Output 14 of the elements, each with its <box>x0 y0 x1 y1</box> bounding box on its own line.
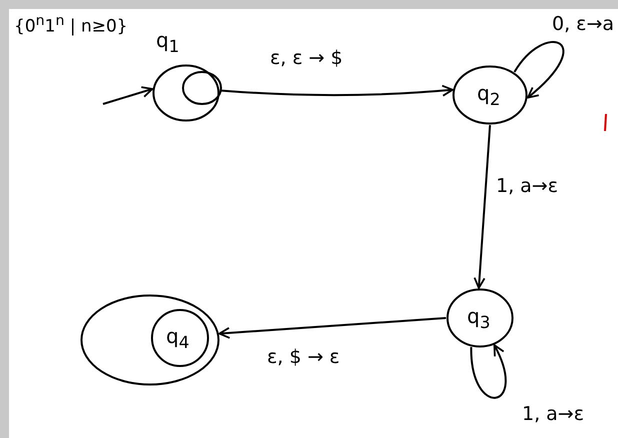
self-loop-arrow <box>514 41 564 99</box>
transition-arrow <box>474 124 491 289</box>
accept-state-circle <box>80 294 220 386</box>
transition-arrow <box>220 84 454 96</box>
state-name: q$_{3}$ <box>467 306 490 332</box>
transition-arrow <box>218 317 446 339</box>
self-loop-arrow <box>470 344 507 399</box>
start-arrow <box>102 86 154 105</box>
state-name: q$_{1}$ <box>156 30 180 56</box>
state-name: q$_{2}$ <box>477 83 500 109</box>
state-name: q$_{4}$ <box>166 326 190 352</box>
language-set-note: {0$^{n}$1$^{n}$ | n≥0} <box>14 14 128 36</box>
state-circle <box>446 288 514 348</box>
state-circle <box>452 65 528 125</box>
